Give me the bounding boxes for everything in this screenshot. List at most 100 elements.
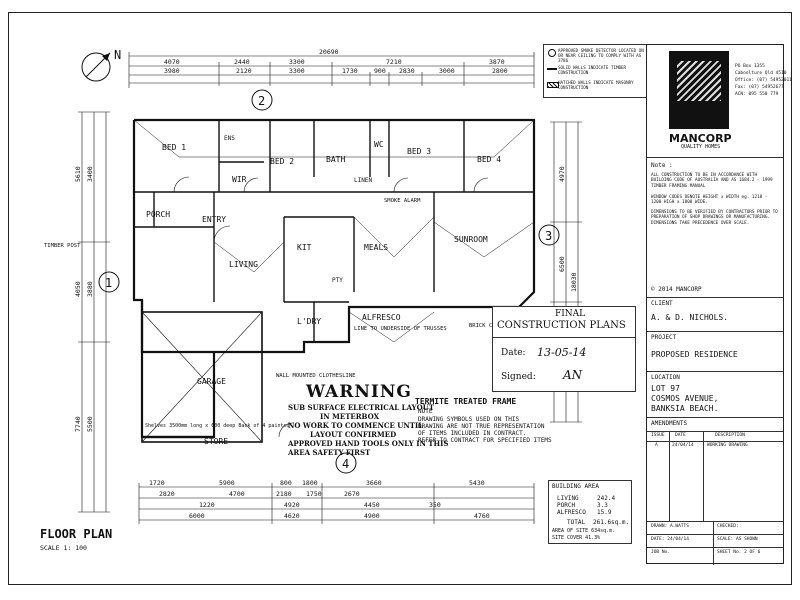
warning-line-1: SUB SURFACE ELECTRICAL LAYOUT — [288, 403, 435, 412]
dim-bot-6: 5430 — [469, 479, 485, 487]
area-row-3-value: 15.9 — [597, 509, 612, 516]
room-wir: WIR — [232, 175, 247, 184]
company-address-4: Fax: (07) 54952677 — [735, 85, 784, 90]
label-smoke-alarm: SMOKE ALARM — [384, 198, 421, 204]
room-bath: BATH — [326, 155, 345, 164]
warning-line-6: AREA SAFETY FIRST — [288, 448, 371, 457]
stamp-line-1: FINAL — [555, 309, 586, 319]
dim-bot-10: 1750 — [306, 490, 322, 498]
stamp-date-value: 13-05-14 — [537, 346, 587, 359]
note-3: DIMENSIONS TO BE VERIFIED BY CONTRACTORS… — [651, 210, 778, 226]
dim-top-12: 3000 — [439, 67, 455, 75]
room-bed-4: BED 4 — [477, 155, 501, 164]
stamp-signed-label: Signed: — [501, 372, 536, 382]
dim-bot-18: 4900 — [364, 512, 380, 520]
area-row-2-value: 3.3 — [597, 502, 608, 509]
dim-bot-19: 4760 — [474, 512, 490, 520]
amend-header-issue: ISSUE — [651, 433, 665, 438]
dim-top-6: 3980 — [164, 67, 180, 75]
location-2: COSMOS AVENUE, — [651, 394, 719, 403]
label-line-trusses: LINE TO UNDERSIDE OF TRUSSES — [354, 326, 447, 332]
notes-heading: Note : — [651, 162, 673, 169]
area-row-2-label: PORCH — [557, 502, 576, 509]
dim-bot-13: 4920 — [284, 501, 300, 509]
dim-top-8: 3300 — [289, 67, 305, 75]
dim-bot-9: 2180 — [276, 490, 292, 498]
dim-left-3: 7740 — [74, 416, 82, 432]
plan-scale: SCALE 1: 100 — [40, 544, 87, 552]
drawing-sheet — [8, 12, 792, 585]
dim-bot-16: 6000 — [189, 512, 205, 520]
dim-bot-3: 800 — [280, 479, 292, 487]
project-value: PROPOSED RESIDENCE — [651, 350, 738, 359]
company-address-2: Caboolture Qld 4510 — [735, 71, 787, 76]
room-bed-1: BED 1 — [162, 143, 186, 152]
dim-bot-11: 2670 — [344, 490, 360, 498]
plan-title: FLOOR PLAN — [40, 527, 112, 541]
dim-bot-15: 350 — [429, 501, 441, 509]
dim-top-10: 900 — [374, 67, 386, 75]
amend-row-1-desc: WORKING DRAWING — [707, 443, 748, 448]
termite-note-1: DRAWING SYMBOLS USED ON THIS — [418, 416, 520, 423]
note-1: ALL CONSTRUCTION TO BE IN ACCORDANCE WIT… — [651, 173, 773, 189]
dim-right-1: 4970 — [558, 166, 566, 182]
warning-line-4: LAYOUT CONFIRMED — [310, 430, 397, 439]
company-logo — [669, 51, 729, 129]
note-2: WINDOW CODES DENOTE HEIGHT x WIDTH eg. 1… — [651, 195, 768, 206]
dim-top-5: 3870 — [489, 58, 505, 66]
warning-line-5: APPROVED HAND TOOLS ONLY IN THIS — [288, 439, 449, 448]
stamp-line-2: CONSTRUCTION PLANS — [497, 320, 626, 331]
room-ens: ENS — [224, 135, 235, 142]
location-label: LOCATION — [651, 374, 680, 381]
room-meals: MEALS — [364, 243, 388, 252]
title-block: MANCORP QUALITY HOMES PO Box 1355 Cabool… — [646, 44, 792, 565]
legend-box: APPROVED SMOKE DETECTOR LOCATED ON OR NE… — [543, 44, 647, 98]
legend-solid: SOLID WALLS INDICATE TIMBER CONSTRUCTION — [558, 65, 627, 76]
drawn-by: DRAWN: A.WATTS — [651, 524, 689, 529]
area-row-1-value: 242.4 — [597, 495, 616, 502]
location-3: BANKSIA BEACH. — [651, 404, 719, 413]
termite-note-4: REFER TO CONTRACT FOR SPECIFIED ITEMS — [418, 437, 552, 444]
company-address-3: Office: (07) 54952011 — [735, 78, 792, 83]
area-total-label: TOTAL — [567, 519, 586, 526]
company-address-5: ACN: 095 550 779 — [735, 92, 779, 97]
room-porch: PORCH — [146, 210, 170, 219]
area-total-value: 261.6sq.m. — [593, 519, 630, 526]
dim-top-9: 1730 — [342, 67, 358, 75]
area-row-3-label: ALFRESCO — [557, 509, 586, 516]
room-linen: LINEN — [354, 177, 372, 184]
company-tagline: QUALITY HOMES — [681, 144, 721, 150]
dim-top-4: 7210 — [386, 58, 402, 66]
north-label: N — [114, 48, 121, 62]
room-alfresco: ALFRESCO — [362, 313, 401, 322]
dim-left-1: 5610 — [74, 166, 82, 182]
project-label: PROJECT — [651, 334, 677, 341]
amend-header-date: DATE — [675, 433, 686, 438]
amend-row-1-issue: A — [655, 443, 658, 448]
dim-bot-8: 4700 — [229, 490, 245, 498]
termite-note-label: NOTE — [418, 408, 433, 415]
room-kit: KIT — [297, 243, 312, 252]
termite-note-3: OF ITEMS INCLUDED IN CONTRACT. — [418, 430, 527, 437]
area-site-cover: SITE COVER 41.3% — [552, 535, 601, 541]
dim-bot-1: 1720 — [149, 479, 165, 487]
stamp-signature: AN — [563, 368, 583, 382]
client-label: CLIENT — [651, 300, 673, 307]
termite-title: TERMITE TREATED FRAME — [415, 397, 517, 406]
dim-top-13: 2800 — [492, 67, 508, 75]
grid-marker-3: 3 — [545, 229, 552, 243]
area-heading: BUILDING AREA — [552, 483, 599, 490]
dim-total: 20690 — [319, 48, 339, 56]
dim-left-2: 4050 — [74, 281, 82, 297]
termite-note-2: DRAWING ARE NOT TRUE REPRESENTATION — [418, 423, 545, 430]
area-row-1-label: LIVING — [557, 495, 579, 502]
dim-bot-12: 1220 — [199, 501, 215, 509]
room-bed-3: BED 3 — [407, 147, 431, 156]
room-garage: GARAGE — [197, 377, 226, 386]
building-area-box: BUILDING AREA LIVING 242.4 PORCH 3.3 ALF… — [548, 480, 632, 544]
room-entry: ENTRY — [202, 215, 226, 224]
dim-bot-7: 2820 — [159, 490, 175, 498]
dim-bot-4: 1800 — [302, 479, 318, 487]
grid-marker-1: 1 — [105, 276, 112, 290]
dim-top-2: 2440 — [234, 58, 250, 66]
